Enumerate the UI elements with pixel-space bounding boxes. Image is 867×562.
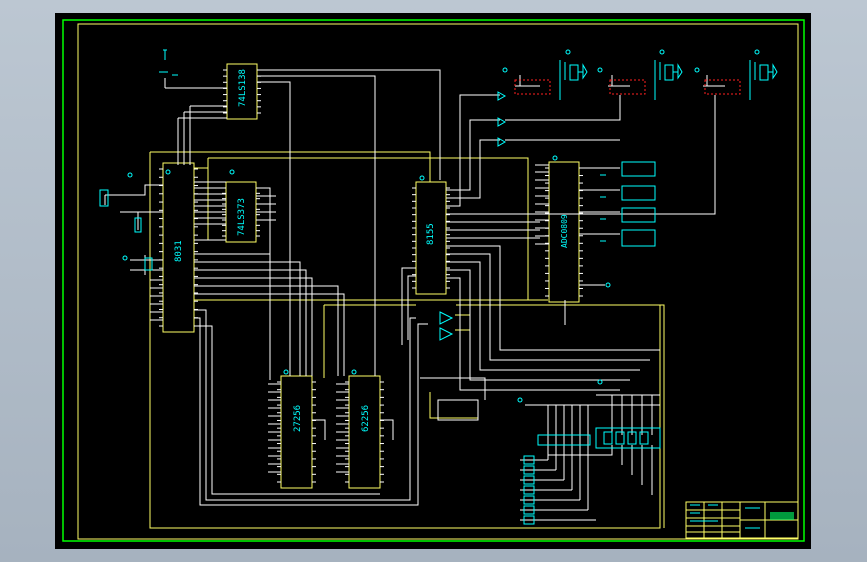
signal-wires xyxy=(104,69,725,521)
terminal-marker xyxy=(419,175,425,181)
terminal-marker xyxy=(565,49,571,55)
terminal-marker xyxy=(127,172,133,178)
terminal-marker xyxy=(517,397,523,403)
chip-74ls138-label: 74LS138 xyxy=(238,69,248,107)
chip-62256: 62256 xyxy=(348,375,381,489)
terminal-marker xyxy=(122,255,128,261)
terminal-marker xyxy=(597,379,603,385)
terminal-marker xyxy=(229,169,235,175)
chip-8155: 8155 xyxy=(415,181,447,295)
terminal-marker xyxy=(283,369,289,375)
chip-pins xyxy=(159,69,583,483)
chip-74ls138: 74LS138 xyxy=(226,63,258,120)
terminal-marker xyxy=(351,369,357,375)
chip-8155-label: 8155 xyxy=(426,223,436,245)
chip-74ls373: 74LS373 xyxy=(225,181,257,243)
terminal-marker xyxy=(754,49,760,55)
schematic-canvas: 8031 74LS138 74LS373 8155 ADC0809 27256 … xyxy=(62,19,805,542)
terminal-marker xyxy=(502,67,508,73)
terminal-marker xyxy=(659,49,665,55)
chip-8031: 8031 xyxy=(162,162,195,333)
terminal-marker xyxy=(694,67,700,73)
bus-wires xyxy=(149,151,665,529)
chip-62256-label: 62256 xyxy=(361,405,371,432)
terminal-marker xyxy=(165,169,171,175)
chip-74ls373-label: 74LS373 xyxy=(237,198,247,236)
terminal-marker xyxy=(597,67,603,73)
cad-viewport[interactable]: 8031 74LS138 74LS373 8155 ADC0809 27256 … xyxy=(55,13,811,549)
relay-markers xyxy=(514,79,741,95)
chip-27256-label: 27256 xyxy=(293,405,303,432)
inner-frame xyxy=(77,23,799,540)
annotation-marks xyxy=(122,49,760,403)
terminal-marker xyxy=(552,155,558,161)
chip-adc0809: ADC0809 xyxy=(548,161,580,303)
outer-frame xyxy=(62,19,805,542)
relay-drivers xyxy=(99,49,778,525)
title-block xyxy=(685,501,799,539)
chip-adc0809-label: ADC0809 xyxy=(560,214,569,248)
terminal-marker xyxy=(605,282,611,288)
chip-27256: 27256 xyxy=(280,375,313,489)
chip-8031-label: 8031 xyxy=(174,240,184,262)
